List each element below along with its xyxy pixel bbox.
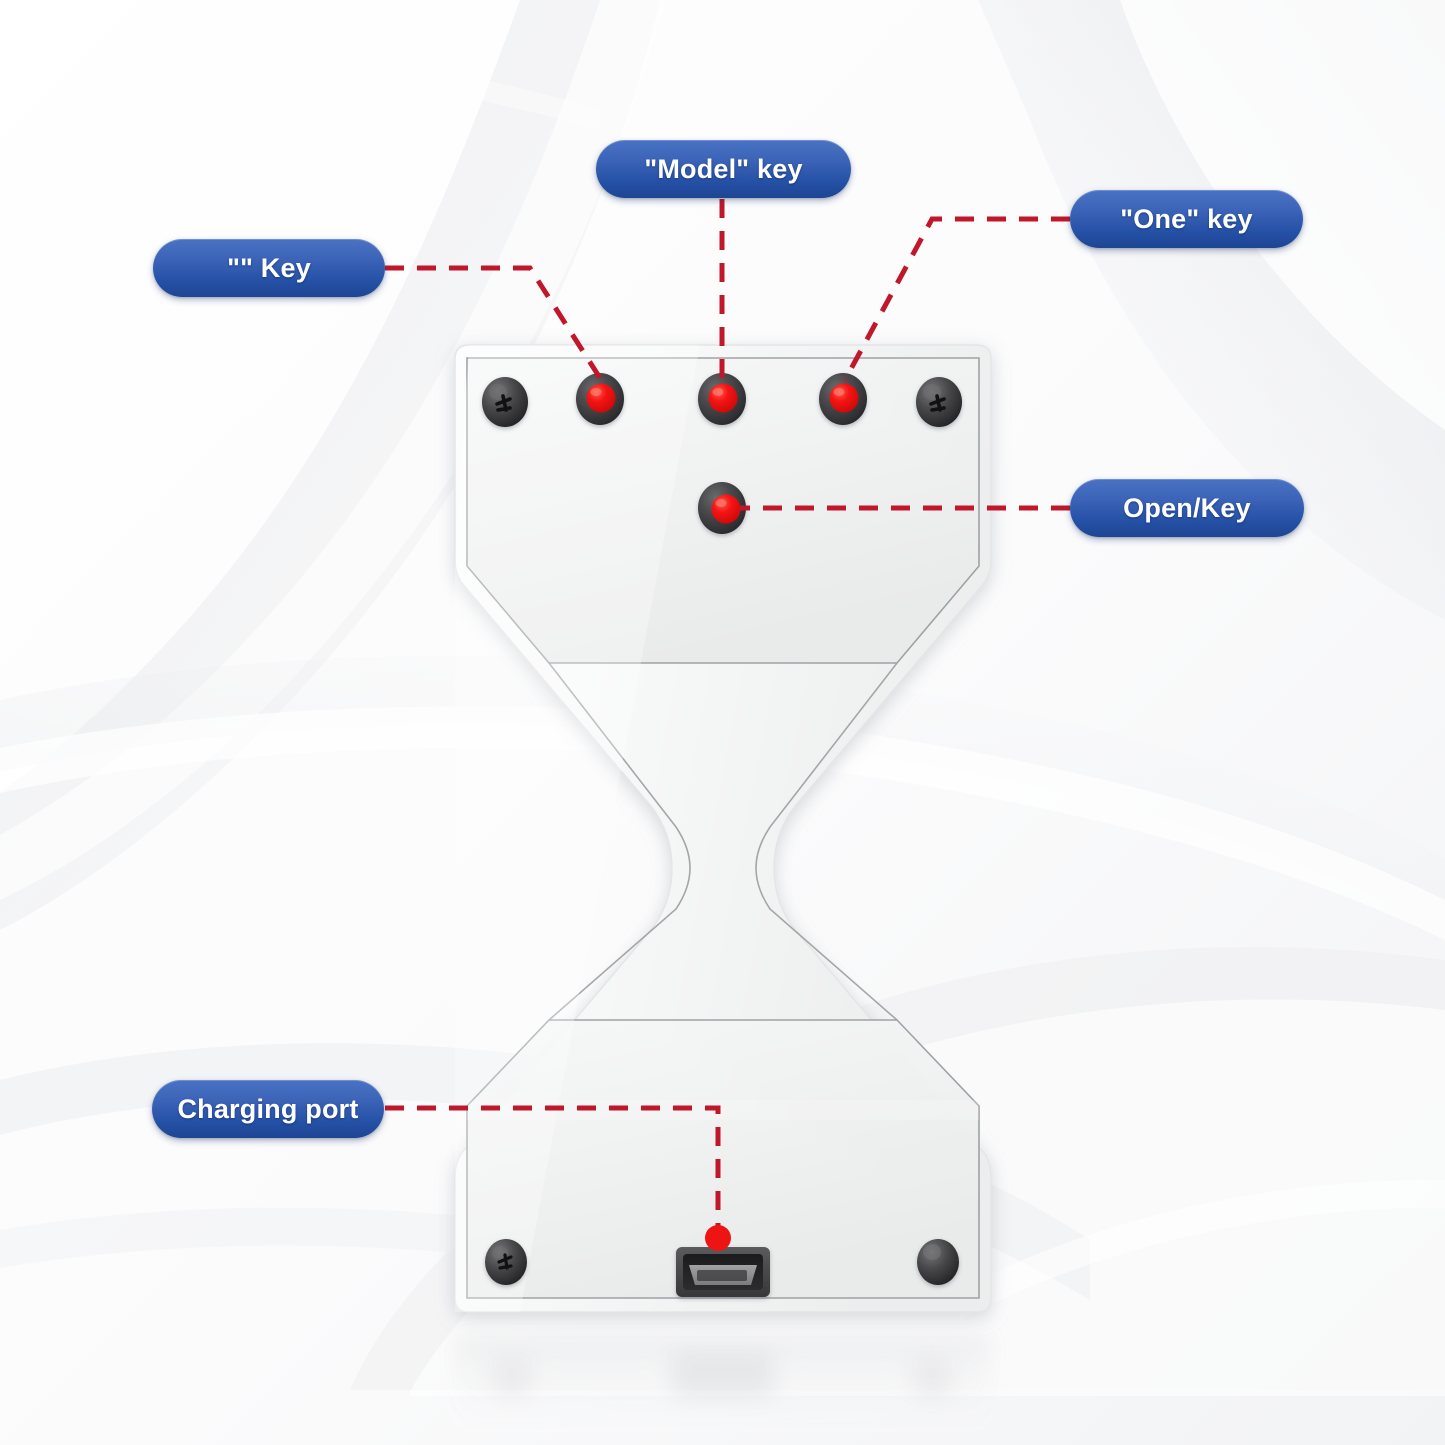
screw-bottom-left — [485, 1239, 527, 1285]
callout-one-key-label: "One" key — [1120, 203, 1253, 234]
callout-open-key[interactable]: Open/Key — [1070, 479, 1304, 537]
callout-charging-port-label: Charging port — [177, 1093, 359, 1124]
callout-one-key[interactable]: "One" key — [1070, 190, 1303, 248]
top-row-button-3 — [819, 373, 867, 425]
callout-charging-port[interactable]: Charging port — [152, 1080, 384, 1138]
screw-top-right — [916, 377, 962, 427]
callout-empty-key-label: "" Key — [227, 252, 311, 283]
top-row-button-2 — [698, 373, 746, 425]
top-row-button-1 — [576, 373, 624, 425]
center-button — [698, 482, 746, 534]
callout-open-key-label: Open/Key — [1123, 492, 1251, 523]
usb-port — [676, 1247, 770, 1297]
callout-empty-key[interactable]: "" Key — [153, 239, 385, 297]
screw-top-left — [482, 377, 528, 427]
callout-model-key-label: "Model" key — [644, 153, 803, 184]
screw-bottom-right — [917, 1239, 959, 1285]
callout-model-key[interactable]: "Model" key — [596, 140, 851, 198]
